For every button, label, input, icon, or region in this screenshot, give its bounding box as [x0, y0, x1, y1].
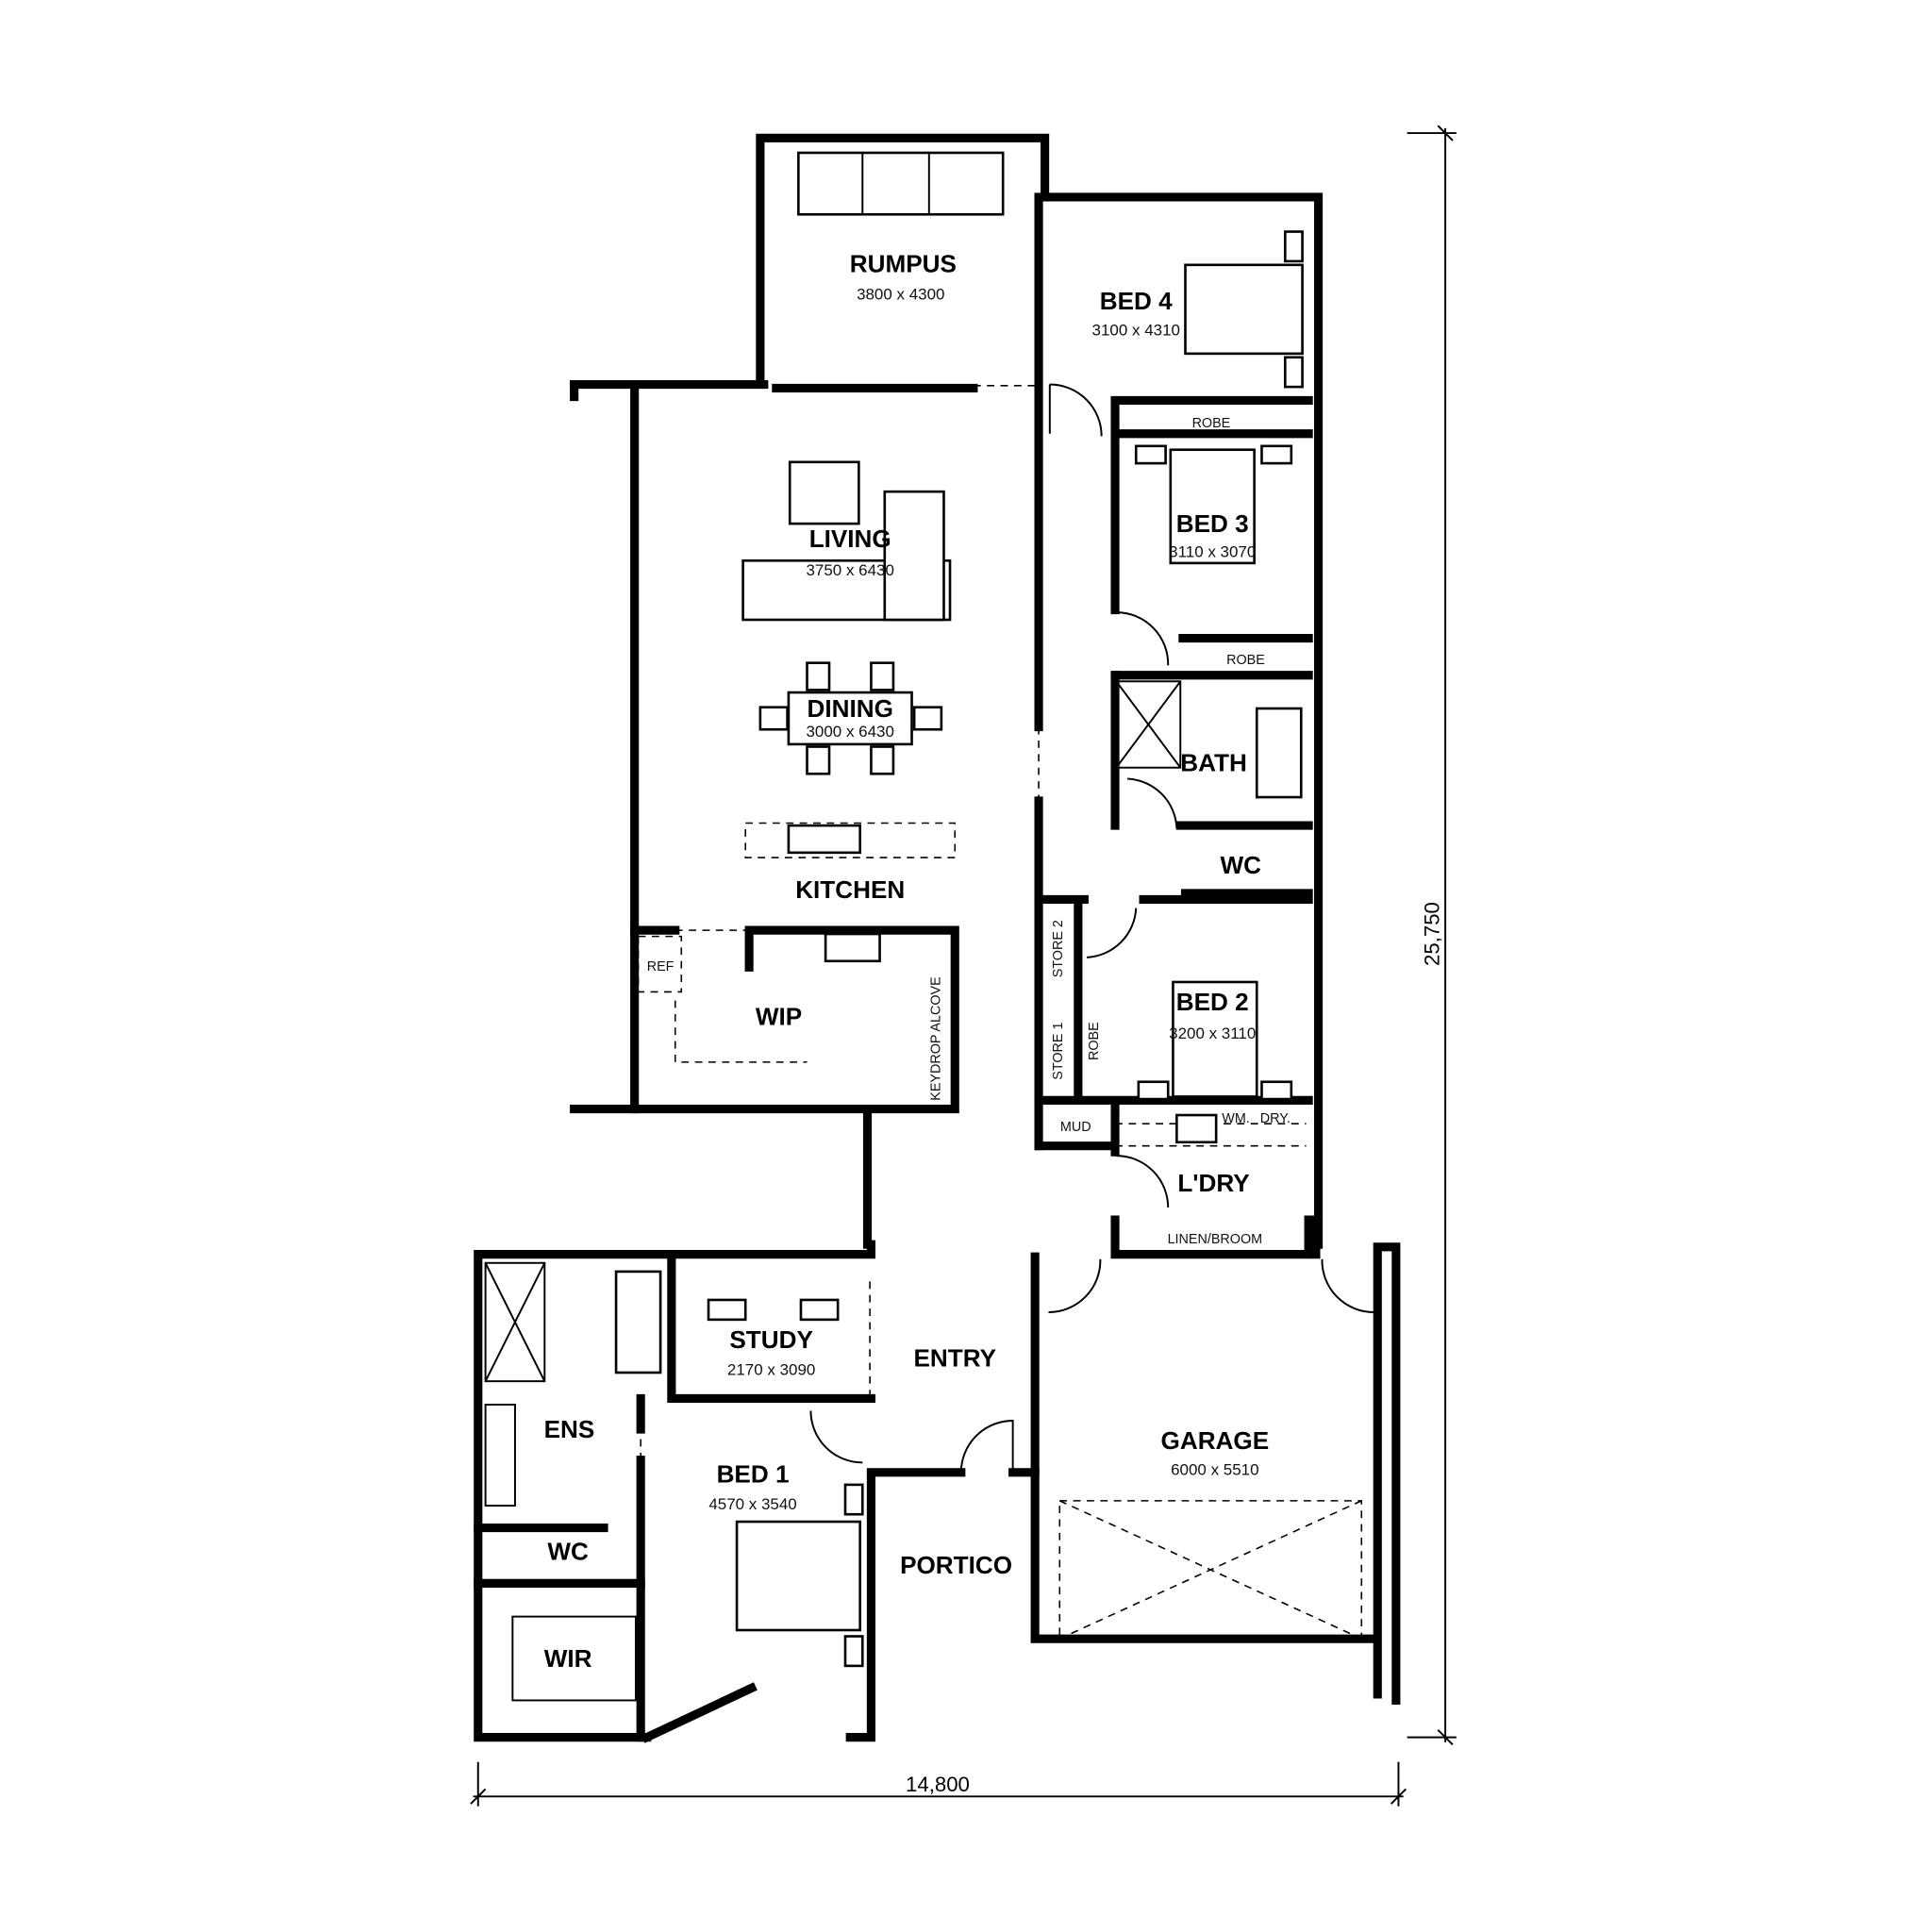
room-label-kitchen: KITCHEN: [795, 875, 905, 904]
room-label-wip: WIP: [756, 1003, 802, 1031]
door-swings: [809, 383, 1374, 1473]
room-size-dining: 3000 x 6430: [807, 723, 894, 741]
label-robe-bed3: ROBE: [1226, 653, 1265, 668]
label-store1: STORE 1: [1051, 1023, 1066, 1080]
furniture: [484, 151, 1304, 1702]
bed1-bed: [735, 1520, 861, 1632]
room-size-bed2: 3200 x 3110: [1169, 1024, 1256, 1042]
bath-tub: [1255, 707, 1303, 799]
room-label-living: LIVING: [809, 525, 891, 553]
living-ottoman: [788, 460, 860, 525]
room-label-wc-upper: WC: [1221, 851, 1262, 879]
label-robe-bed2: ROBE: [1087, 1022, 1102, 1060]
label-robe-bed4: ROBE: [1192, 416, 1231, 431]
cooktop: [824, 932, 881, 963]
bed4-bed: [1184, 263, 1304, 356]
room-size-bed1: 4570 x 3540: [708, 1495, 796, 1513]
room-size-rumpus: 3800 x 4300: [857, 285, 944, 303]
room-label-wir: WIR: [544, 1644, 592, 1673]
dimension-depth: 25,750: [1407, 125, 1457, 1746]
room-label-study: STUDY: [729, 1325, 813, 1354]
label-linen-broom: LINEN/BROOM: [1168, 1232, 1263, 1247]
room-label-rumpus: RUMPUS: [850, 250, 957, 278]
room-label-garage: GARAGE: [1161, 1426, 1270, 1455]
ensuite-bath: [614, 1270, 662, 1374]
bed3-bed: [1169, 448, 1256, 565]
room-label-bed1: BED 1: [717, 1459, 790, 1488]
room-label-wc-lower: WC: [547, 1538, 589, 1566]
room-label-entry: ENTRY: [913, 1343, 996, 1372]
dashed-lines: [637, 385, 1363, 1640]
room-size-living: 3750 x 6430: [807, 561, 894, 579]
room-size-bed4: 3100 x 4310: [1092, 321, 1180, 339]
rumpus-sofa: [797, 151, 1005, 216]
bed2-bed: [1172, 980, 1258, 1098]
room-size-garage: 6000 x 5510: [1171, 1460, 1258, 1478]
dimension-width-label: 14,800: [906, 1773, 970, 1796]
label-wm: WM.: [1222, 1111, 1250, 1126]
room-label-bed4: BED 4: [1100, 287, 1173, 315]
walls: [474, 133, 1401, 1743]
dining-table: [787, 691, 913, 746]
room-label-bed3: BED 3: [1176, 509, 1249, 538]
room-size-bed3: 3110 x 3070: [1169, 542, 1256, 560]
room-label-ens: ENS: [544, 1415, 595, 1443]
room-size-study: 2170 x 3090: [727, 1361, 815, 1379]
room-label-bath: BATH: [1180, 749, 1247, 777]
room-label-bed2: BED 2: [1176, 988, 1249, 1016]
dimension-depth-label: 25,750: [1421, 902, 1444, 966]
room-label-laundry: L'DRY: [1177, 1169, 1249, 1197]
label-mud: MUD: [1060, 1120, 1091, 1135]
laundry-tub: [1175, 1113, 1218, 1144]
label-dry: DRY.: [1260, 1111, 1291, 1126]
room-label-portico: PORTICO: [900, 1551, 1012, 1579]
label-keydrop-alcove: KEYDROP ALCOVE: [929, 976, 944, 1100]
label-store2: STORE 2: [1051, 920, 1066, 977]
kitchen-sink: [787, 824, 861, 855]
dimension-width: 14,800: [470, 1761, 1407, 1807]
label-ref: REF: [647, 959, 675, 974]
room-label-dining: DINING: [808, 694, 893, 723]
